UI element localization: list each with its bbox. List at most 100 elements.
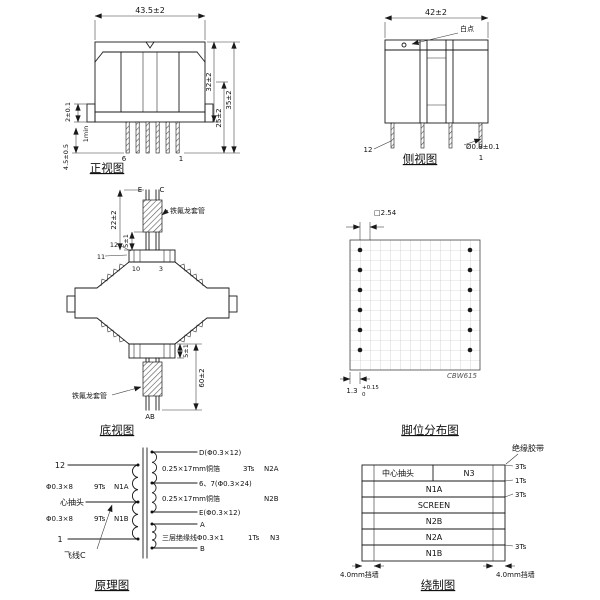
winding-diagram-title: 绕制图	[421, 578, 456, 592]
lead-e-label: E(Φ0.3×12)	[199, 509, 241, 517]
winding-diagram-leaders	[352, 453, 519, 569]
front-view-body	[86, 41, 214, 123]
dim-front-mid-height: 25±2	[215, 108, 223, 127]
sleeve-label-top: 铁氟龙套管	[170, 206, 205, 215]
dim-lead-bottom: 60±2	[198, 368, 206, 387]
white-dot-label: 白点	[460, 24, 474, 33]
wire-label-c: C	[160, 186, 165, 194]
front-pin-number-6: 6	[122, 155, 127, 163]
n1a-name: N1A	[114, 483, 129, 491]
tape-turns-3: 3Ts	[515, 491, 527, 499]
white-dot-mark	[401, 42, 407, 48]
schematic-primary	[67, 463, 140, 550]
n2a-name: N2A	[264, 465, 279, 473]
n1a-wire-spec: Φ0.3×8	[46, 483, 73, 491]
side-view: 42±2 白点 Ø0.8±0.1 12 1 侧视图	[364, 8, 500, 166]
winding-layer-n1b: N1B	[426, 549, 443, 558]
schematic-core	[142, 447, 148, 559]
n1b-turns: 9Ts	[94, 515, 106, 523]
n1a-turns: 9Ts	[94, 483, 106, 491]
side-view-pins	[390, 122, 483, 149]
coil-n1b	[132, 501, 139, 540]
bottom-view-top-leads	[142, 189, 163, 251]
pin-layout: □2.54 1.3 +0.15 0 CBW615 脚位分布图	[340, 209, 481, 437]
dim-side-pin-diameter: Ø0.8±0.1	[466, 143, 500, 151]
bottom-view-title: 底视图	[100, 423, 135, 437]
tap-67-label: 6、7(Φ0.3×24)	[199, 480, 252, 488]
n2a-wire-spec: 0.25×17mm铜箔	[162, 464, 220, 473]
front-pin-number-1: 1	[179, 155, 183, 163]
coil-n1a	[132, 464, 139, 503]
bottom-pin-number-11: 11	[97, 253, 105, 261]
wire-label-e: E	[138, 186, 142, 194]
winding-row-n3: N3	[463, 469, 474, 478]
dim-front-min: 1min	[82, 126, 90, 142]
dim-front-standoff: 4.5±0.5	[62, 144, 70, 170]
tape-turns-1: 3Ts	[515, 463, 527, 471]
dim-hole-nominal: 1.3	[346, 387, 357, 395]
schematic-pin-12: 12	[55, 461, 65, 470]
winding-diagram: 绝缘胶带 3Ts 1Ts 3Ts 3Ts 中心抽头 N3 N1A SCREEN …	[340, 443, 544, 592]
pin-holes	[357, 247, 473, 353]
schematic-secondary	[150, 450, 198, 550]
bottom-view-bobbin	[66, 249, 238, 359]
front-view-title: 正视图	[90, 161, 125, 175]
front-view: 43.5±2 32±2 25±2 35±2 2±0.1 1min 4.5±0.5…	[62, 6, 240, 175]
dim-lead-top: 22±2	[110, 210, 118, 229]
barrier-left-label: 4.0mm挡墙	[340, 570, 379, 579]
schematic: 12 Φ0.3×8 9Ts N1A 心抽头 Φ0.3×8 9Ts N1B 1 飞…	[46, 447, 280, 592]
n2a-turns: 3Ts	[243, 465, 255, 473]
dim-front-body-height: 32±2	[205, 72, 213, 91]
schematic-title: 原理图	[95, 578, 130, 592]
top-sleeve	[142, 199, 163, 233]
lead-a-label: A	[200, 521, 205, 529]
n1b-name: N1B	[114, 515, 129, 523]
dim-sleeve-top: 5±1	[122, 234, 130, 248]
side-view-body	[384, 39, 489, 124]
tape-label: 绝缘胶带	[512, 443, 544, 453]
bottom-view-bottom-leads	[142, 357, 163, 411]
lead-b-label: B	[200, 545, 205, 553]
front-view-pins	[125, 121, 180, 154]
dim-front-total-height: 35±2	[225, 90, 233, 109]
tape-turns-4: 3Ts	[515, 543, 527, 551]
side-pin-number-12: 12	[364, 146, 373, 154]
pin-grid	[349, 239, 481, 371]
dim-sleeve-bottom: 5±1	[182, 344, 190, 358]
winding-layer-screen: SCREEN	[418, 501, 450, 510]
dim-hole-tol-plus: +0.15	[362, 385, 379, 391]
front-view-dimensions	[72, 13, 240, 154]
pin-layout-title: 脚位分布图	[401, 423, 459, 437]
coil-n2b	[151, 482, 157, 513]
n3-turns: 1Ts	[248, 534, 260, 542]
n3-wire-spec: 三层绝缘线Φ0.3×1	[162, 533, 224, 542]
n2b-wire-spec: 0.25×17mm铜箔	[162, 494, 220, 503]
dim-hole-tol-minus: 0	[362, 392, 366, 398]
side-view-dimensions	[373, 15, 489, 150]
core-cross-outline	[74, 261, 230, 345]
bottom-view: E C 铁氟龙套管 22±2 5±1 12 11 10 3 5±1 60±2 A…	[66, 186, 238, 437]
winding-table	[361, 464, 506, 562]
barrier-right-label: 4.0mm挡墙	[496, 570, 535, 579]
bottom-pin-number-3: 3	[159, 265, 163, 273]
side-pin-number-1: 1	[479, 154, 483, 162]
n2b-name: N2B	[264, 495, 279, 503]
dim-side-width: 42±2	[425, 8, 447, 17]
dim-front-pin-width: 2±0.1	[64, 102, 72, 122]
wire-label-ab: AB	[145, 413, 155, 421]
side-view-title: 侧视图	[403, 152, 438, 166]
bottom-sleeve	[142, 361, 163, 397]
tape-turns-2: 1Ts	[515, 477, 527, 485]
fly-lead-label: 飞线C	[64, 550, 86, 560]
lead-d-label: D(Φ0.3×12)	[199, 449, 242, 457]
coil-n2a	[151, 451, 158, 484]
schematic-pin-1: 1	[57, 535, 62, 544]
bottom-pin-number-12: 12	[110, 241, 118, 249]
part-code: CBW615	[447, 372, 478, 380]
sleeve-label-bottom: 铁氟龙套管	[72, 391, 107, 400]
n1b-wire-spec: Φ0.3×8	[46, 515, 73, 523]
center-tap-label: 心抽头	[60, 497, 84, 507]
bottom-view-dimensions	[104, 189, 202, 411]
